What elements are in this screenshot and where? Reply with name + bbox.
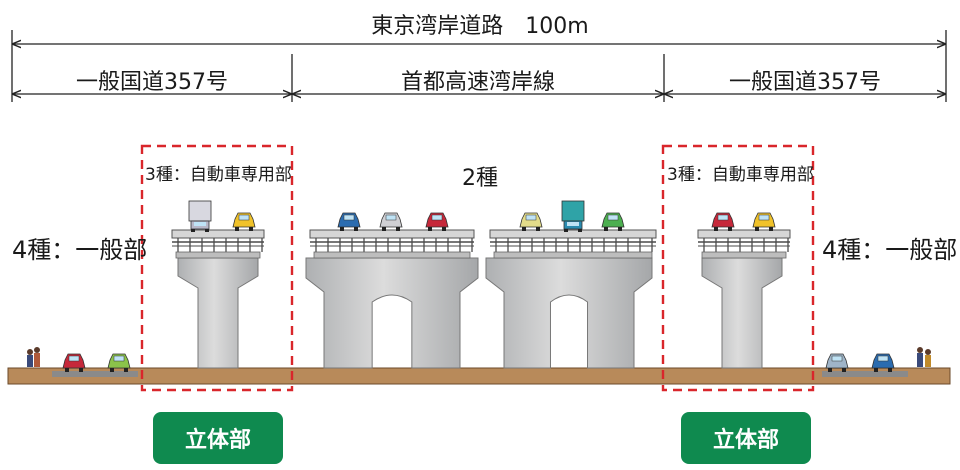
grade-separated-badge-left: 立体部 <box>153 412 283 464</box>
grade-separated-highlight <box>140 144 815 392</box>
section-label-left: 一般国道357号 <box>76 70 228 95</box>
pier-left <box>177 257 259 369</box>
car-exp-2 <box>379 212 403 231</box>
ground <box>7 367 951 385</box>
deck-expressway-inbound <box>309 229 475 259</box>
car-ground-left-2 <box>107 353 131 372</box>
road-total-width-title: 東京湾岸道路 100m <box>371 14 589 39</box>
category-right-car-only: 3種：自動車専用部 <box>667 165 814 185</box>
deck-expressway-outbound <box>489 229 657 259</box>
car-exp-6 <box>601 212 625 231</box>
section-label-right: 一般国道357号 <box>729 70 881 95</box>
vehicles <box>62 200 895 372</box>
car-left-deck <box>232 212 256 231</box>
deck-left <box>171 229 265 259</box>
deck-right <box>697 229 791 259</box>
car-right-deck-2 <box>752 212 776 231</box>
car-exp-3 <box>425 212 449 231</box>
pier-expressway-inbound <box>305 257 479 369</box>
section-label-center: 首都高速湾岸線 <box>400 70 555 95</box>
car-ground-left-1 <box>62 353 86 372</box>
right-dashed-box <box>661 144 815 392</box>
pier-right <box>701 257 783 369</box>
dimension-lines <box>11 30 947 102</box>
bus-exp-5 <box>561 200 585 232</box>
category-expressway: 2種 <box>462 166 498 191</box>
grade-separated-badge-right: 立体部 <box>681 412 811 464</box>
car-ground-right-2 <box>871 353 895 372</box>
car-exp-1 <box>337 212 361 231</box>
elevated-structures <box>171 229 791 369</box>
pedestrians-right <box>917 347 931 367</box>
category-right-general: 4種：一般部 <box>822 236 958 264</box>
car-right-deck-1 <box>711 212 735 231</box>
pier-expressway-outbound <box>485 257 653 369</box>
category-left-car-only: 3種：自動車専用部 <box>145 165 292 185</box>
left-dashed-box <box>140 144 294 392</box>
pedestrians-left <box>27 347 40 367</box>
category-left-general: 4種：一般部 <box>12 236 148 264</box>
truck-left-deck <box>188 200 212 232</box>
car-exp-4 <box>519 212 543 231</box>
car-ground-right-1 <box>825 353 849 372</box>
